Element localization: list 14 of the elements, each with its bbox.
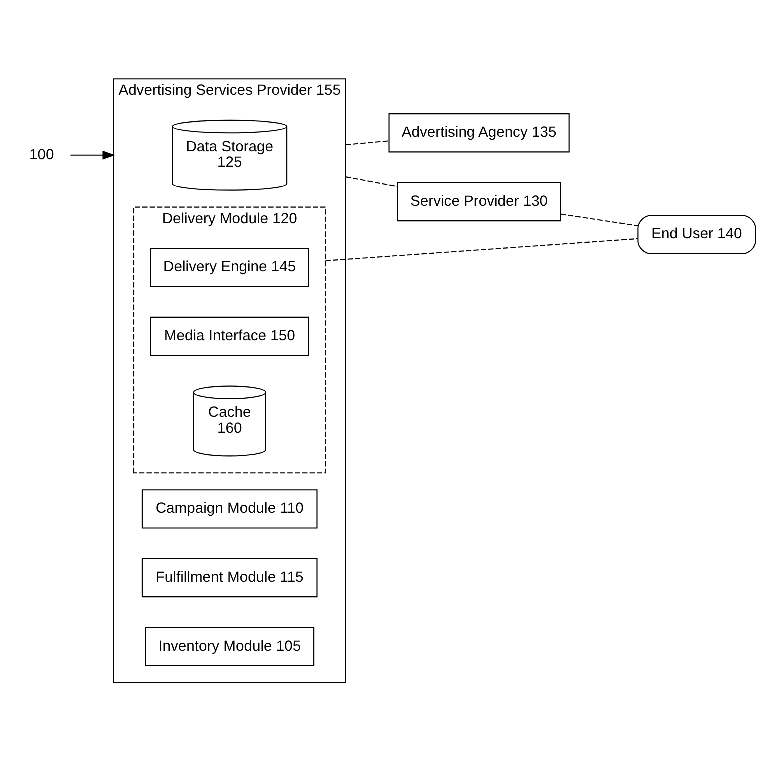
node-box: Delivery Engine 145 <box>150 248 309 287</box>
connector <box>345 140 389 146</box>
node-box: Advertising Agency 135 <box>388 113 570 152</box>
node-text: 100 <box>28 146 54 163</box>
node-box: Campaign Module 110 <box>141 489 318 528</box>
arrow <box>70 150 115 160</box>
node-box: Service Provider 130 <box>396 182 561 222</box>
connector <box>345 176 398 187</box>
connector <box>325 238 638 261</box>
node-box: End User 140 <box>637 214 756 254</box>
node-box: Media Interface 150 <box>150 316 309 356</box>
node-box: Fulfillment Module 115 <box>141 558 318 598</box>
node-box: Inventory Module 105 <box>144 626 314 666</box>
connector <box>560 213 638 226</box>
